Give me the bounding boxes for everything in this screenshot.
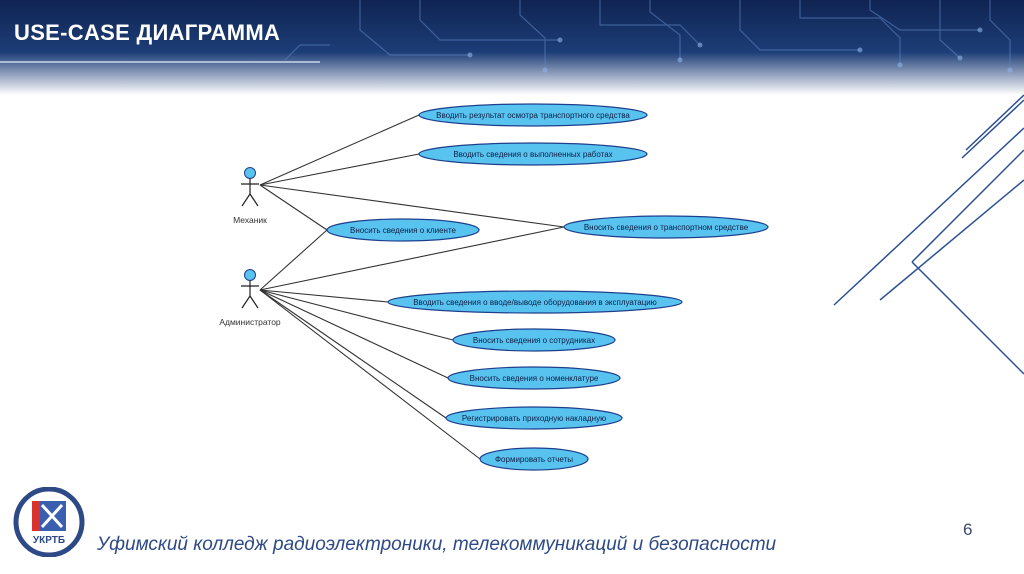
logo-text: УКРТБ — [33, 535, 65, 546]
association-line — [259, 289, 454, 341]
use-case-ellipse — [445, 406, 623, 430]
actor-label: Механик — [233, 215, 267, 225]
use-case-ellipse — [479, 447, 589, 471]
use-cases: Вводить результат осмотра транспортного … — [326, 103, 769, 471]
page-title: USE-CASE ДИАГРАММА — [14, 20, 281, 45]
use-case-uc2: Вводить сведения о выполненных работах — [418, 142, 648, 166]
use-case-ellipse — [452, 328, 616, 352]
association-line — [259, 229, 328, 291]
use-case-ellipse — [447, 366, 621, 390]
use-case-ellipse — [563, 215, 769, 239]
association-line — [259, 153, 420, 186]
association-line — [259, 184, 565, 228]
use-case-label: Вносить сведения о номенклатуре — [470, 374, 599, 383]
use-case-label: Вводить результат осмотра транспортного … — [436, 111, 630, 120]
use-case-ellipse — [418, 103, 648, 127]
page-number: 6 — [963, 520, 973, 539]
actor-head — [244, 167, 256, 179]
use-case-ellipse — [418, 142, 648, 166]
association-line — [259, 289, 449, 379]
associations — [259, 114, 565, 460]
use-case-label: Вводить сведения о выполненных работах — [453, 150, 612, 159]
use-case-ellipse — [387, 290, 683, 314]
use-case-label: Вводить сведения о вводе/выводе оборудов… — [413, 298, 657, 307]
association-line — [259, 289, 447, 419]
use-case-label: Регистрировать приходную накладную — [462, 414, 606, 423]
college-logo: УКРТБ — [13, 487, 85, 557]
association-line — [259, 289, 481, 460]
actor-mechanic: Механик — [233, 167, 267, 225]
use-case-label: Вносить сведения о транспортном средстве — [584, 223, 749, 232]
association-line — [259, 184, 328, 231]
actor-head — [244, 269, 256, 281]
actor-label: Администратор — [219, 317, 281, 327]
use-case-uc1: Вводить результат осмотра транспортного … — [418, 103, 648, 127]
use-case-uc4: Вносить сведения о транспортном средстве — [563, 215, 769, 239]
header-banner — [0, 0, 1024, 95]
association-line — [259, 226, 565, 291]
use-case-uc8: Регистрировать приходную накладную — [445, 406, 623, 430]
college-name: Уфимский колледж радиоэлектроники, телек… — [97, 534, 777, 555]
use-case-uc7: Вносить сведения о номенклатуре — [447, 366, 621, 390]
association-line — [259, 114, 420, 186]
use-case-uc6: Вносить сведения о сотрудниках — [452, 328, 616, 352]
use-case-label: Вносить сведения о клиенте — [350, 226, 457, 235]
use-case-ellipse — [326, 218, 480, 242]
use-case-label: Формировать отчеты — [495, 455, 573, 464]
actor-admin: Администратор — [219, 269, 281, 327]
use-case-label: Вносить сведения о сотрудниках — [473, 336, 595, 345]
association-line — [259, 289, 389, 303]
use-case-uc3: Вносить сведения о клиенте — [326, 218, 480, 242]
use-case-uc5: Вводить сведения о вводе/выводе оборудов… — [387, 290, 683, 314]
use-case-uc9: Формировать отчеты — [479, 447, 589, 471]
